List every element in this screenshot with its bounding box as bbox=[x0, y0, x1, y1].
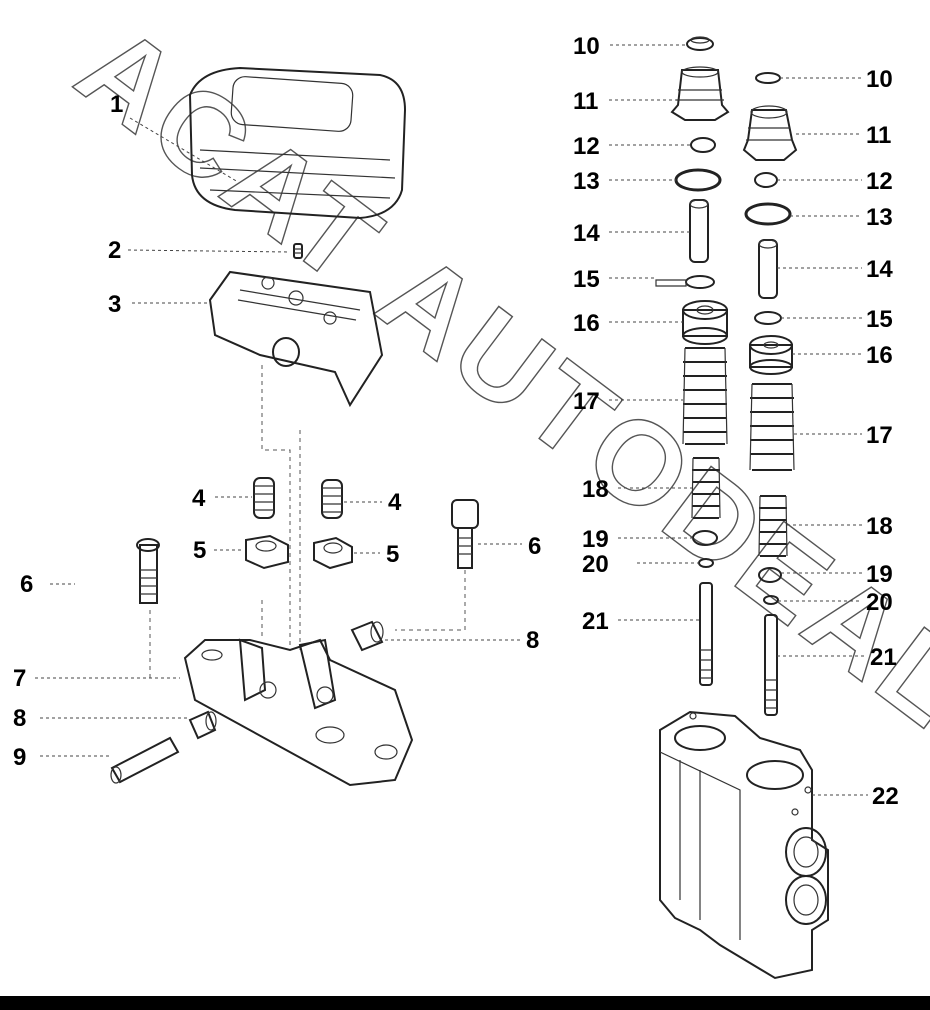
set-screw bbox=[293, 243, 303, 259]
callout-15a: 15 bbox=[573, 266, 600, 293]
nut-left-5 bbox=[245, 534, 289, 570]
nut-right-5 bbox=[313, 536, 353, 570]
cap-10b bbox=[755, 72, 781, 84]
spring-18a bbox=[691, 457, 721, 519]
callout-5-left: 5 bbox=[193, 537, 206, 564]
base-plate-7 bbox=[183, 638, 414, 787]
bottom-border-bar bbox=[0, 996, 930, 1010]
callout-3: 3 bbox=[108, 291, 121, 318]
callout-9: 9 bbox=[13, 744, 26, 771]
bolt-right-6 bbox=[451, 499, 479, 569]
callout-20b: 20 bbox=[866, 589, 893, 616]
callout-4-left: 4 bbox=[192, 485, 206, 512]
guide-dashes bbox=[149, 365, 466, 680]
callout-5-right: 5 bbox=[386, 541, 399, 568]
spring-left-4 bbox=[253, 477, 275, 519]
callout-15b: 15 bbox=[866, 306, 893, 333]
watermark-text: ACAT AUTODEALER.RU bbox=[54, 0, 930, 994]
callout-11b: 11 bbox=[866, 122, 891, 149]
bushing-lower-8 bbox=[188, 710, 217, 740]
callout-18b: 18 bbox=[866, 513, 893, 540]
callout-7: 7 bbox=[13, 665, 26, 692]
boot-11b bbox=[742, 105, 798, 161]
spring-17b bbox=[749, 383, 795, 471]
retainer-16b bbox=[749, 335, 793, 375]
callout-20a: 20 bbox=[582, 551, 609, 578]
boot-11a bbox=[670, 66, 730, 121]
pedal-pad bbox=[188, 66, 407, 220]
clip-15a bbox=[655, 275, 715, 289]
bolt-left-6 bbox=[136, 538, 160, 604]
callout-22: 22 bbox=[872, 783, 899, 810]
watermark: ACAT AUTODEALER.RU bbox=[54, 0, 930, 995]
callout-18a: 18 bbox=[582, 476, 609, 503]
callout-14a: 14 bbox=[573, 220, 600, 247]
oring-13b bbox=[744, 202, 792, 226]
spool-21b bbox=[764, 614, 778, 716]
oring-13a bbox=[674, 168, 722, 192]
cap-10a bbox=[686, 36, 714, 51]
callout-labels: 1 2 3 4 4 5 5 6 6 7 8 8 9 10 11 12 13 14… bbox=[13, 33, 899, 810]
callout-11a: 11 bbox=[573, 88, 598, 115]
callout-2: 2 bbox=[108, 237, 121, 264]
callout-10a: 10 bbox=[573, 33, 600, 60]
callout-1: 1 bbox=[110, 91, 123, 118]
callout-17a: 17 bbox=[573, 388, 600, 415]
bushing-upper-8 bbox=[350, 620, 384, 652]
washer-19b bbox=[758, 567, 782, 583]
callout-19b: 19 bbox=[866, 561, 893, 588]
plunger-14a bbox=[689, 199, 709, 263]
valve-body-22 bbox=[659, 710, 829, 980]
spring-17a bbox=[682, 347, 728, 445]
spring-18b bbox=[758, 495, 788, 557]
callout-8-upper: 8 bbox=[526, 627, 539, 654]
leader-lines bbox=[35, 44, 868, 796]
callout-21b: 21 bbox=[870, 644, 897, 671]
callout-6-right: 6 bbox=[528, 533, 541, 560]
spool-21a bbox=[699, 582, 713, 686]
retainer-16a bbox=[682, 300, 728, 345]
callout-8-lower: 8 bbox=[13, 705, 26, 732]
callout-17b: 17 bbox=[866, 422, 893, 449]
seal-12b bbox=[754, 172, 778, 188]
bracket bbox=[208, 270, 384, 408]
callout-16a: 16 bbox=[573, 310, 600, 337]
callout-16b: 16 bbox=[866, 342, 893, 369]
callout-21a: 21 bbox=[582, 608, 609, 635]
spring-right-4 bbox=[321, 479, 343, 519]
callout-6-left: 6 bbox=[20, 571, 33, 598]
seal-12a bbox=[690, 137, 716, 153]
ring-20b bbox=[763, 595, 779, 605]
callout-12b: 12 bbox=[866, 168, 893, 195]
callout-4-right: 4 bbox=[388, 489, 402, 516]
callout-13a: 13 bbox=[573, 168, 600, 195]
callout-14b: 14 bbox=[866, 256, 893, 283]
callout-12a: 12 bbox=[573, 133, 600, 160]
callout-10b: 10 bbox=[866, 66, 893, 93]
plunger-14b bbox=[758, 239, 778, 299]
callout-13b: 13 bbox=[866, 204, 893, 231]
pin-9 bbox=[110, 736, 180, 784]
clip-15b bbox=[754, 311, 782, 325]
callout-19a: 19 bbox=[582, 526, 609, 553]
